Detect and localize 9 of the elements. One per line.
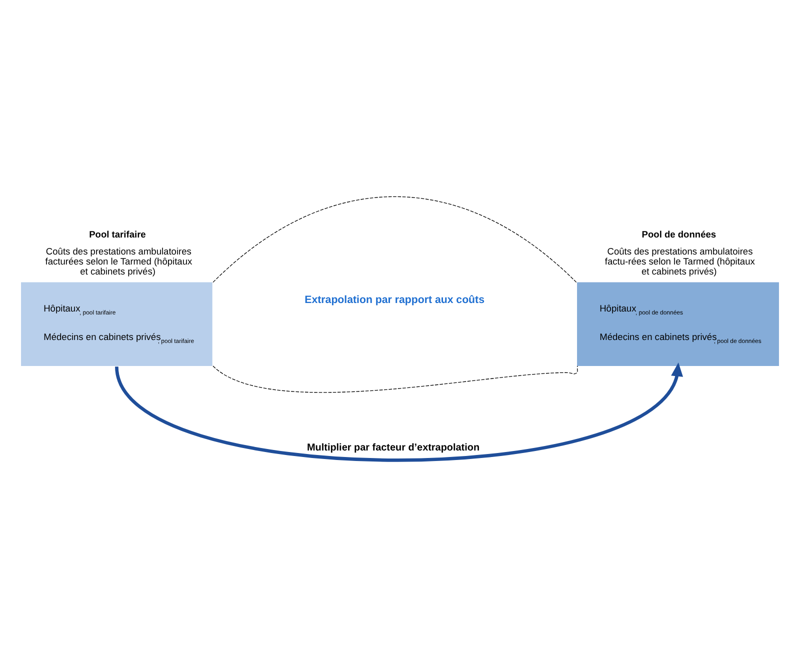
node-label: Coûts des prestations ambulatoires facturées selon le Tarmed (hôpitaux et cabinets privés) bbox=[45, 246, 192, 276]
edge-label: Multiplier par facteur d’extrapolation bbox=[307, 442, 480, 454]
node-label: Pool de données bbox=[642, 229, 716, 240]
connector bbox=[212, 366, 578, 393]
connector bbox=[212, 196, 577, 283]
arrow bbox=[115, 362, 684, 462]
label: Extrapolation par rapport aux coûts bbox=[304, 294, 484, 306]
node-label: Pool tarifaire bbox=[89, 229, 146, 240]
node-label: Coûts des prestations ambulatoires factu-rées selon le Tarmed (hôpitaux et cabinets privés) bbox=[604, 246, 755, 276]
